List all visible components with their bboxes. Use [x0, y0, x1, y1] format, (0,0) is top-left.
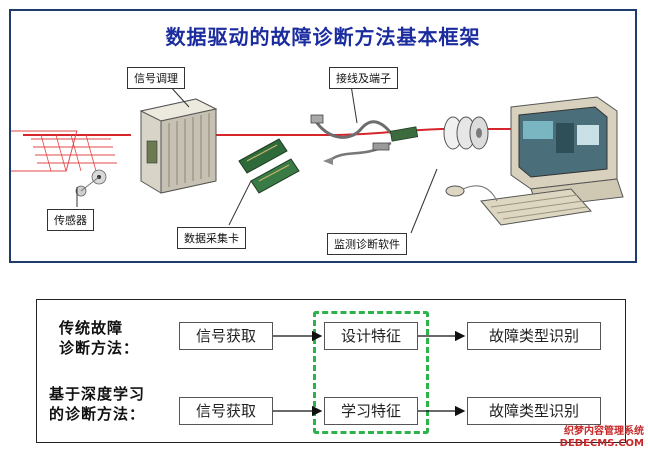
traditional-method-label: 传统故障 诊断方法： [59, 319, 140, 357]
label-monitoring-software: 监测诊断软件 [327, 233, 407, 255]
daq-card-icon [238, 138, 300, 194]
deep-step-signal-acquisition: 信号获取 [179, 397, 273, 425]
flow-arrows [273, 330, 466, 417]
signal-conditioning-chassis-icon [139, 98, 218, 194]
callout-pointer-software [410, 168, 438, 234]
label-wiring: 接线及端子 [329, 67, 398, 89]
feature-stage-highlight [313, 311, 429, 434]
wiring-cable-icon [310, 114, 419, 165]
framework-illustration-panel: 数据驱动的故障诊断方法基本框架 [9, 9, 637, 263]
traditional-step-design-features: 设计特征 [324, 322, 418, 350]
watermark: 织梦内容管理系统 DEDECMS.COM [559, 426, 644, 449]
sensor-icon [11, 130, 117, 197]
label-signal-conditioning: 信号调理 [127, 67, 185, 89]
signal-line [23, 128, 511, 136]
traditional-step-signal-acquisition: 信号获取 [179, 322, 273, 350]
label-sensor: 传感器 [47, 209, 94, 231]
method-comparison-panel: 传统故障 诊断方法： 基于深度学习 的诊断方法： 信号获取 设计特征 故障类型识… [36, 299, 626, 443]
diagram-title: 数据驱动的故障诊断方法基本框架 [165, 25, 481, 49]
callout-pointer-wiring [350, 84, 358, 124]
deep-learning-method-label: 基于深度学习 的诊断方法： [49, 385, 146, 423]
deep-step-fault-identification: 故障类型识别 [467, 397, 601, 425]
software-disc-icon [443, 116, 489, 150]
traditional-step-fault-identification: 故障类型识别 [467, 322, 601, 350]
callout-pointer-daq [228, 180, 252, 226]
label-daq-card: 数据采集卡 [177, 227, 246, 249]
computer-icon [445, 96, 624, 226]
deep-step-learn-features: 学习特征 [324, 397, 418, 425]
hardware-illustration [11, 84, 624, 234]
